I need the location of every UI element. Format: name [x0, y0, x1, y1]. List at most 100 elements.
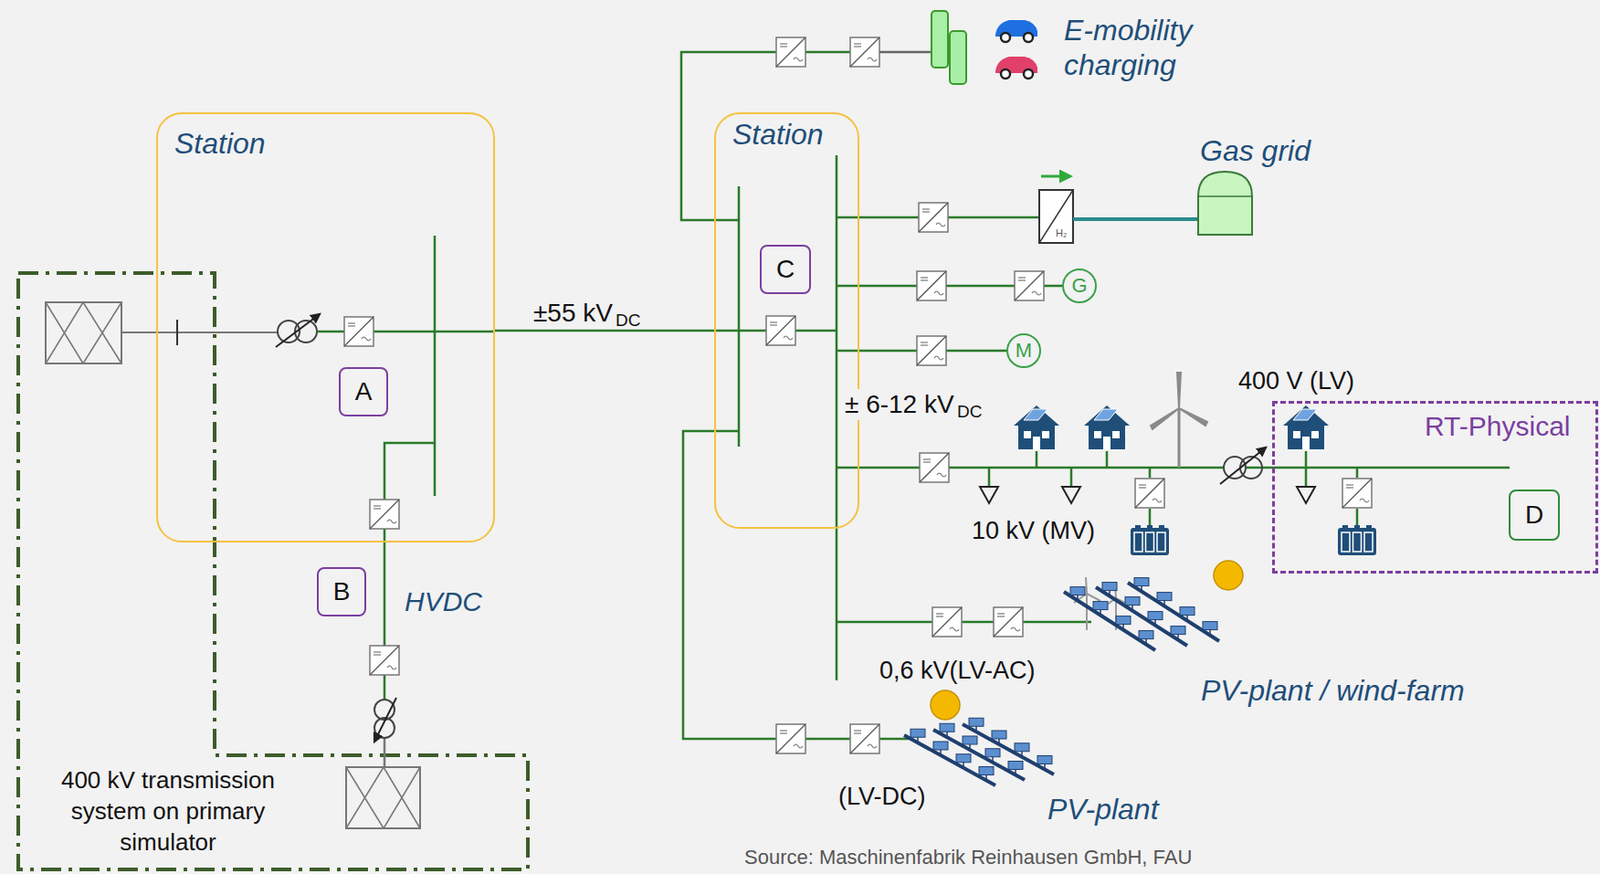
- pv-panel-rows: [1127, 582, 1220, 642]
- pv-panel-rows: [933, 729, 1025, 780]
- converters: [766, 37, 1372, 754]
- pv-panel-rows: [1102, 582, 1117, 591]
- node-text: B: [333, 577, 351, 607]
- pv-panel-rows: [956, 754, 971, 763]
- voltage-label: 10 kV (MV): [968, 515, 1098, 546]
- pv-panel-rows: [946, 731, 948, 737]
- pv-panel-rows: [1186, 615, 1189, 622]
- pv-panel-rows: [978, 767, 994, 776]
- ac-grid-left: [121, 331, 278, 334]
- hvdc-converters: [346, 767, 421, 829]
- pv-panel-rows: [1021, 751, 1023, 758]
- gas-grid-label: Gas grid: [1197, 133, 1314, 169]
- mv-lv-grid: [1084, 405, 1130, 450]
- converters: [1342, 478, 1372, 508]
- charging-label: E-mobility charging: [1061, 12, 1250, 84]
- node-text: Station: [732, 117, 824, 152]
- pv-panel-rows: [962, 724, 1054, 775]
- hvdc-label: HVDC: [401, 585, 485, 619]
- source-caption: Source: Maschinenfabrik Reinhausen GmbH,…: [744, 845, 1192, 870]
- hvdc-converters: [344, 316, 374, 347]
- station-c-wiring: [1272, 466, 1510, 470]
- hydrogen-label: H₂: [1052, 227, 1070, 240]
- station-c-wiring: [880, 51, 932, 54]
- pv-panel-rows: [962, 762, 965, 769]
- node-text: RT-Physical: [1424, 410, 1571, 443]
- station-c-wiring: [836, 466, 860, 470]
- mv-lv-grid: [1283, 405, 1329, 450]
- pv-panel-rows: [1095, 587, 1188, 646]
- motor-circle: M: [1006, 333, 1042, 369]
- converters: [766, 315, 796, 346]
- converters: [1014, 271, 1044, 301]
- converters: [1135, 478, 1165, 508]
- pv-panel-rows: [1037, 756, 1053, 765]
- pv-panel-rows: [916, 736, 919, 743]
- callout-box: A: [338, 367, 389, 417]
- electrolyser-gas-tank: [1039, 189, 1074, 243]
- pv-panel-rows: [930, 690, 960, 720]
- hvdc-converters: [346, 767, 421, 829]
- pv-panel-rows: [1014, 769, 1017, 776]
- station-c-wiring: [681, 52, 881, 221]
- e-mobility-chargers: [931, 10, 948, 68]
- ac-grid-left: [45, 302, 122, 364]
- station-box: StationC: [714, 112, 860, 529]
- mv-lv-grid: [1130, 525, 1169, 556]
- hvdc-converters: [369, 499, 400, 529]
- converters: [776, 37, 806, 67]
- station-c-wiring: [683, 431, 909, 739]
- ac-grid-left: [275, 314, 320, 348]
- pv-panel-rows: [968, 717, 984, 727]
- node-text: D: [1525, 500, 1544, 530]
- converters: [932, 607, 962, 637]
- pv-panel-rows: [1131, 605, 1134, 611]
- mv-lv-grid: [1178, 408, 1181, 468]
- pv-panel-rows: [1138, 631, 1154, 640]
- electrolyser-gas-tank: [1039, 189, 1074, 243]
- pv-panel-rows: [1177, 634, 1179, 641]
- voltage-subscript: DC: [612, 310, 643, 332]
- node-text: C: [776, 254, 795, 285]
- pv-panel-rows: [1115, 616, 1131, 625]
- pv-panel-rows: [968, 744, 971, 750]
- plant-label: PV-plant: [1044, 791, 1162, 827]
- station-a-wiring: [383, 737, 387, 768]
- station-c-wiring: [836, 621, 1092, 624]
- station-c-wiring: [836, 284, 860, 288]
- callout-box: B: [316, 567, 367, 617]
- ac-grid-left: [45, 302, 320, 364]
- converters: [918, 202, 948, 232]
- node-text: 400 kV transmission system on primary si…: [31, 765, 306, 858]
- voltage-label: 400 V (LV): [1235, 366, 1358, 396]
- pv-panel-rows: [1170, 626, 1186, 635]
- converters: [916, 271, 947, 301]
- pv-panel-rows: [1163, 600, 1166, 607]
- pv-panel-rows: [962, 736, 978, 745]
- pv-panel-rows: [1134, 578, 1149, 587]
- node-text: A: [355, 377, 373, 407]
- voltage-label: 0,6 kV(LV-AC): [876, 655, 1039, 685]
- e-mobility-chargers: [931, 10, 1038, 85]
- e-mobility-chargers: [1000, 69, 1011, 79]
- electrolyser-gas-tank: [1198, 195, 1253, 198]
- pv-panel-rows: [991, 730, 1007, 739]
- pv-panel-rows: [1157, 592, 1172, 601]
- pv-panel-rows: [904, 735, 996, 786]
- node-text: M: [1015, 338, 1032, 363]
- e-mobility-chargers: [1000, 32, 1011, 43]
- pv-panel-rows: [1108, 590, 1111, 597]
- generator-circle: G: [1062, 268, 1097, 304]
- pv-panel-rows: [1043, 764, 1046, 770]
- ac-grid-left: [45, 302, 122, 364]
- hvdc-converters: [369, 645, 400, 675]
- pv-panel-rows: [1179, 607, 1195, 616]
- hvdc-converters: [374, 697, 397, 742]
- mv-lv-grid: [1337, 525, 1377, 556]
- e-mobility-chargers: [1023, 32, 1033, 43]
- electrolyser-gas-tank: [1073, 217, 1199, 222]
- ac-grid-left: [176, 319, 179, 346]
- pv-panel-rows: [998, 738, 1000, 745]
- mv-lv-grid: [979, 486, 1316, 504]
